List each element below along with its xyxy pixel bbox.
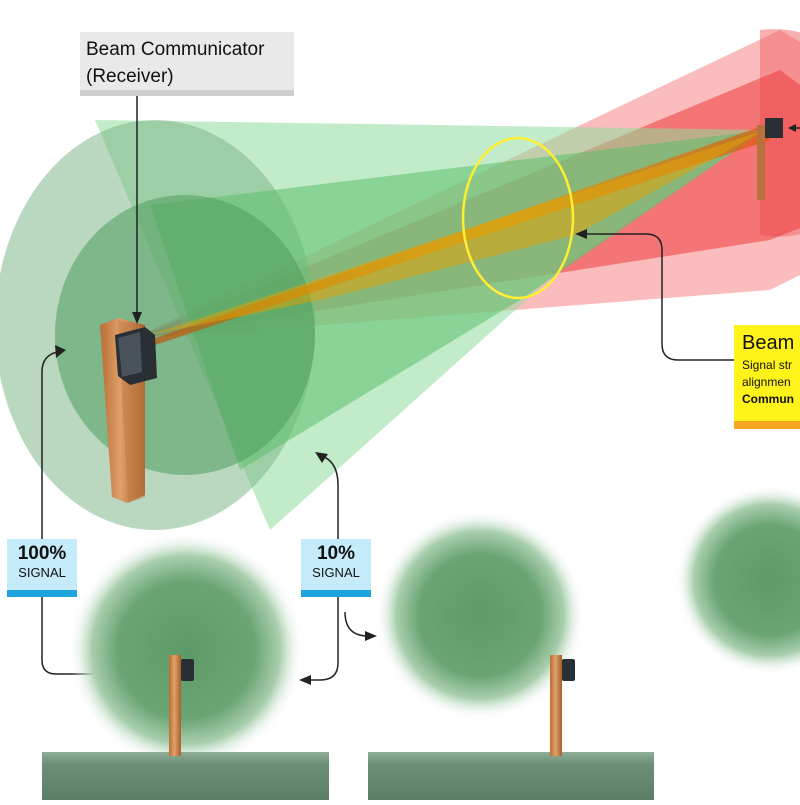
transmitter-device (757, 118, 783, 200)
weak-signal-label: SIGNAL (312, 565, 360, 580)
misaligned-signal-scene (675, 485, 800, 675)
full-signal-percent: 100% (17, 543, 67, 564)
receiver-callout: Beam Communicator (Receiver) (80, 32, 294, 96)
beam-callout-line-2: alignmen (742, 375, 791, 389)
weak-signal-percent: 10% (316, 543, 356, 564)
beam-callout-title: Beam (742, 332, 795, 354)
full-signal-badge: 100% SIGNAL (7, 539, 77, 597)
receiver-device (115, 327, 157, 385)
receiver-callout-title: Beam Communicator (86, 39, 265, 60)
full-signal-label: SIGNAL (18, 565, 66, 580)
weak-signal-arrows (299, 452, 377, 685)
receiver-callout-leader (132, 96, 142, 324)
beam-callout: Beam Signal str alignmen Commun (734, 325, 800, 429)
receiver-callout-subtitle: (Receiver) (86, 66, 174, 87)
beam-callout-leader (582, 233, 734, 361)
full-signal-scene (42, 532, 329, 800)
transmitter-arrow (788, 124, 800, 132)
signal-beam-spread (150, 130, 765, 335)
beam-callout-line-1: Signal str (742, 358, 793, 372)
weak-signal-scene (368, 510, 654, 800)
alignment-ring (461, 136, 575, 300)
beam-callout-line-3: Commun (742, 392, 794, 406)
beam-callout-arrowhead (575, 229, 587, 239)
weak-signal-badge: 10% SIGNAL (301, 539, 371, 597)
